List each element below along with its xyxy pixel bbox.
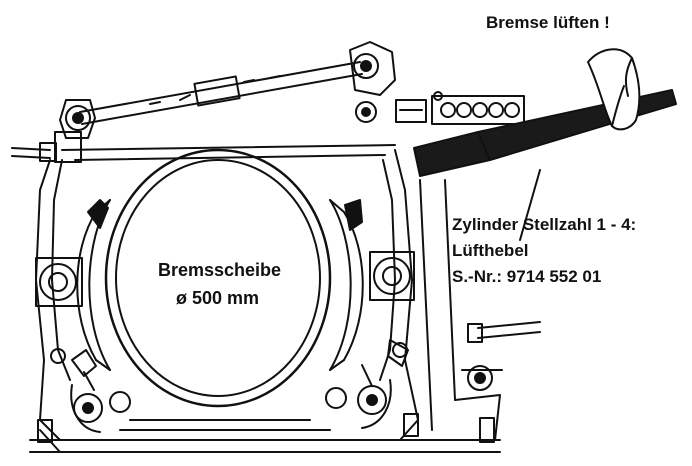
left-pin bbox=[11, 131, 82, 163]
top-pivots bbox=[59, 41, 396, 139]
disc-size-label: ø 500 mm bbox=[176, 288, 259, 308]
brake-shoe-right bbox=[329, 199, 409, 371]
brake-disc bbox=[104, 148, 332, 408]
bottom-screws bbox=[37, 413, 495, 443]
hand-icon bbox=[587, 48, 641, 131]
serial-label: S.-Nr.: 9714 552 01 bbox=[452, 267, 601, 286]
top-link-rod bbox=[79, 61, 363, 125]
brake-shoe-left bbox=[71, 199, 111, 377]
lever-label: Lüfthebel bbox=[452, 241, 529, 260]
brake-frame bbox=[29, 144, 501, 453]
side-pivots bbox=[35, 251, 415, 364]
release-instruction-label: Bremse lüften ! bbox=[486, 13, 610, 32]
terminal-block bbox=[395, 91, 525, 125]
lower-right-pin bbox=[461, 321, 541, 391]
lower-pivots bbox=[70, 364, 392, 433]
cylinder-label: Zylinder Stellzahl 1 - 4: bbox=[452, 215, 636, 234]
disc-name-label: Bremsscheibe bbox=[158, 260, 281, 280]
